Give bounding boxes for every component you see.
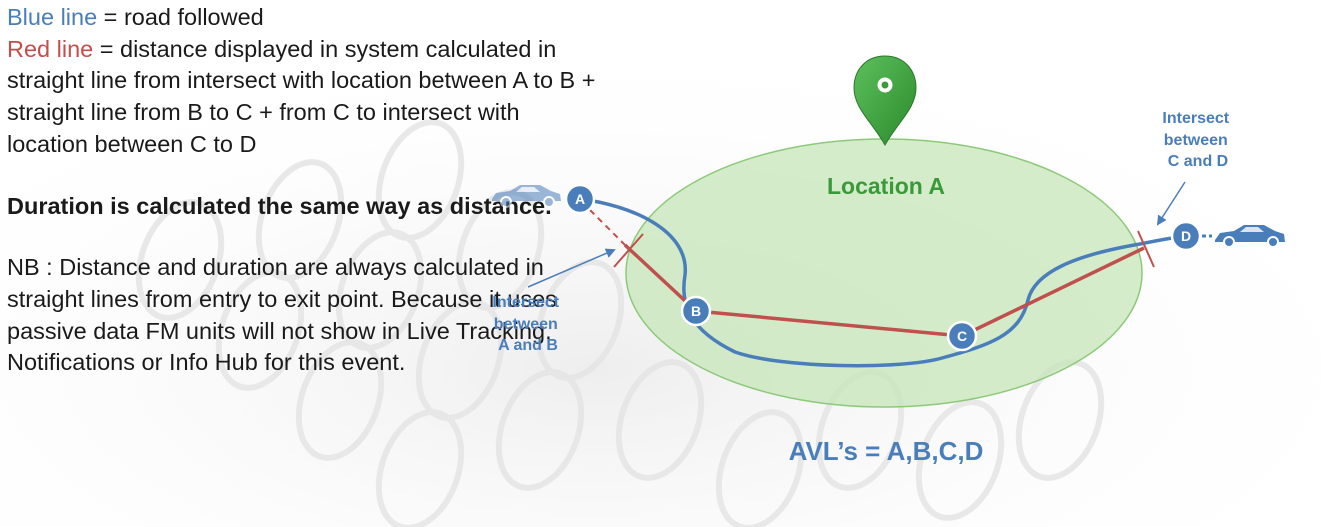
explanation-panel: Blue line = road followed Red line = dis… (7, 2, 607, 379)
nb-note: NB : Distance and duration are always ca… (7, 254, 557, 376)
avl-marker-d: D (1170, 220, 1212, 252)
map-pin-icon (853, 55, 917, 147)
avl-marker-b: B (680, 295, 712, 327)
road-followed-line (578, 197, 1188, 368)
svg-text:B: B (691, 303, 701, 319)
red-line-legend-desc: = distance displayed in system calculate… (7, 35, 596, 157)
intersect-cd-tick (1137, 230, 1155, 268)
svg-text:D: D (1181, 228, 1191, 244)
duration-note: Duration is calculated the same way as d… (7, 192, 552, 219)
car-icon (1215, 225, 1285, 248)
avl-summary-label: AVL’s = A,B,C,D (789, 436, 984, 466)
legend-text: Blue line = road followed Red line = dis… (7, 2, 607, 161)
car-icon (492, 185, 561, 208)
blue-line-legend-word: Blue line (7, 4, 98, 30)
intersect-ab-tick (613, 233, 644, 268)
projection-dashed-line (589, 209, 626, 246)
avl-marker-c: C (946, 320, 978, 352)
intersect-cd-label: Intersect between C and D (1162, 110, 1233, 170)
avl-marker-a: A (564, 183, 596, 215)
intersect-ab-label: Intersect between A and B (492, 294, 563, 354)
red-line-legend-word: Red line (7, 35, 94, 62)
calculated-distance-line (623, 243, 1145, 338)
intersect-cd-arrow (1156, 181, 1186, 226)
intersect-ab-arrow (527, 248, 616, 288)
blue-line-legend-desc: = road followed (97, 4, 264, 30)
svg-text:A: A (575, 191, 585, 207)
svg-text:C: C (957, 328, 967, 344)
location-label: Location A (827, 173, 945, 199)
